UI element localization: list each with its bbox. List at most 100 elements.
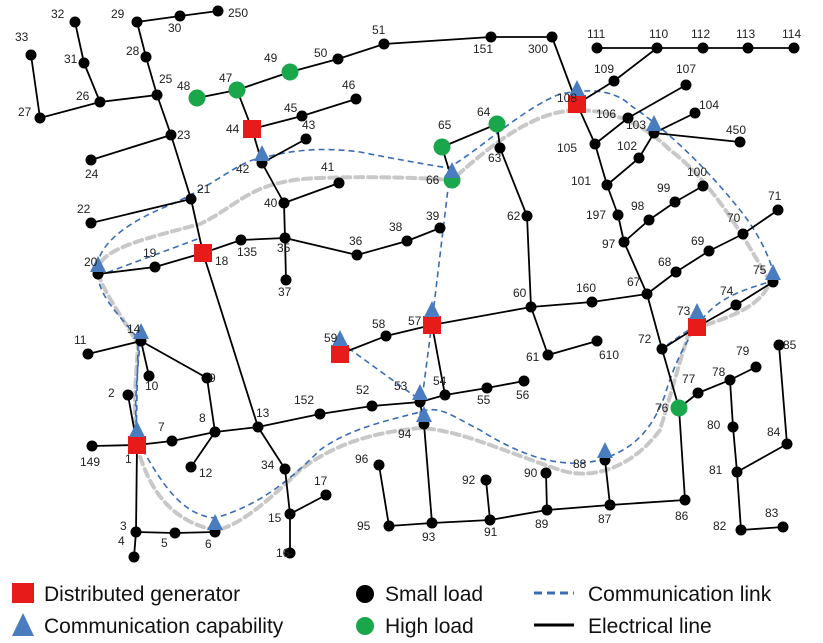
electrical-line-35-37 xyxy=(284,237,287,281)
node-label-109: 109 xyxy=(594,62,614,76)
node-label-107: 107 xyxy=(676,62,696,76)
electrical-line-42-43 xyxy=(261,138,307,164)
node-label-197: 197 xyxy=(586,208,606,222)
node-label-108: 108 xyxy=(557,91,577,105)
node-label-37: 37 xyxy=(278,285,292,299)
electrical-line-77-78 xyxy=(697,379,731,394)
small-load-node-63 xyxy=(494,142,506,154)
node-label-82: 82 xyxy=(713,519,727,533)
electrical-line-160-67 xyxy=(591,293,648,303)
electrical-line-8-7 xyxy=(171,431,216,442)
electrical-line-67-97 xyxy=(623,241,648,295)
small-load-node-33 xyxy=(25,49,37,61)
electrical-line-109-110 xyxy=(613,47,658,82)
node-label-103: 103 xyxy=(626,118,646,132)
electrical-line-28-29 xyxy=(136,21,147,58)
high-load-node-48 xyxy=(188,89,206,107)
node-label-54: 54 xyxy=(433,374,447,388)
node-label-50: 50 xyxy=(314,46,328,60)
node-label-11: 11 xyxy=(74,333,87,347)
legend-communication-capability-icon xyxy=(12,613,34,636)
generator-node-57 xyxy=(423,316,441,334)
small-load-node-83 xyxy=(777,521,789,533)
node-label-6: 6 xyxy=(205,537,212,551)
small-load-node-78 xyxy=(724,374,736,386)
small-load-node-89 xyxy=(541,504,553,516)
legend-generator-label: Distributed generator xyxy=(44,583,240,606)
small-load-node-82 xyxy=(735,524,747,536)
small-load-node-84 xyxy=(781,438,793,450)
small-load-node-16 xyxy=(284,547,296,559)
node-label-66: 66 xyxy=(426,173,440,187)
node-label-62: 62 xyxy=(507,209,521,223)
electrical-line-84-85 xyxy=(778,344,788,445)
small-load-node-2 xyxy=(122,389,134,401)
node-label-152: 152 xyxy=(294,393,314,407)
small-load-node-110 xyxy=(651,42,663,54)
node-label-97: 97 xyxy=(602,237,616,251)
small-load-node-450 xyxy=(734,136,746,148)
node-label-9: 9 xyxy=(209,371,216,385)
electrical-line-72-76 xyxy=(661,348,680,409)
small-load-node-40 xyxy=(278,197,290,209)
node-label-53: 53 xyxy=(394,379,408,393)
electrical-line-5-6 xyxy=(174,531,216,534)
small-load-node-36 xyxy=(351,249,363,261)
node-label-22: 22 xyxy=(77,202,91,216)
electrical-line-45-46 xyxy=(301,98,357,117)
electrical-line-14-11 xyxy=(87,340,142,355)
electrical-line-57-60 xyxy=(431,306,532,326)
small-load-node-86 xyxy=(679,494,691,506)
electrical-line-3-5 xyxy=(135,531,176,534)
electrical-line-14-10 xyxy=(140,340,150,377)
small-load-node-4 xyxy=(128,551,140,563)
node-label-14: 14 xyxy=(127,322,141,336)
electrical-line-89-90 xyxy=(545,472,548,511)
node-label-67: 67 xyxy=(627,275,641,289)
node-label-69: 69 xyxy=(691,234,705,248)
node-label-99: 99 xyxy=(657,181,671,195)
legend-communication-link-label: Communication link xyxy=(588,583,772,606)
electrical-line-54-55 xyxy=(444,387,488,396)
generator-node-108 xyxy=(568,95,586,113)
electrical-line-60-62 xyxy=(526,215,532,308)
small-load-node-58 xyxy=(380,330,392,342)
node-label-12: 12 xyxy=(199,466,213,480)
small-load-node-27 xyxy=(34,112,46,124)
electrical-line-15-17 xyxy=(289,494,327,515)
node-label-58: 58 xyxy=(372,317,386,331)
electrical-line-82-83 xyxy=(740,526,784,531)
electrical-line-60-61 xyxy=(530,306,549,356)
small-load-node-68 xyxy=(670,266,682,278)
electrical-line-87-88 xyxy=(604,459,611,506)
legend-communication-capability-label: Communication capability xyxy=(44,615,284,638)
node-label-59: 59 xyxy=(324,331,338,345)
small-load-node-104 xyxy=(689,107,701,119)
node-label-96: 96 xyxy=(355,452,369,466)
electrical-line-25-23 xyxy=(156,94,172,136)
node-label-65: 65 xyxy=(438,118,452,132)
small-load-node-100 xyxy=(697,180,709,192)
communication-capability-59 xyxy=(332,330,348,346)
generator-node-18 xyxy=(194,244,212,262)
node-label-55: 55 xyxy=(477,393,491,407)
small-load-node-151 xyxy=(485,31,497,43)
node-label-10: 10 xyxy=(145,379,159,393)
legend-high-load-label: High load xyxy=(385,615,474,638)
node-label-3: 3 xyxy=(120,519,127,533)
small-load-node-15 xyxy=(284,508,296,520)
node-label-39: 39 xyxy=(426,209,440,223)
small-load-node-149 xyxy=(86,440,98,452)
node-label-112: 112 xyxy=(691,27,710,41)
node-label-79: 79 xyxy=(736,344,750,358)
node-label-106: 106 xyxy=(596,107,616,121)
small-load-node-98 xyxy=(643,214,655,226)
node-label-16: 16 xyxy=(276,546,290,560)
electrical-line-101-102 xyxy=(606,157,640,186)
electrical-line-67-72 xyxy=(646,293,663,350)
electrical-line-13-34 xyxy=(257,426,286,470)
small-load-node-43 xyxy=(300,133,312,145)
electrical-lines xyxy=(30,10,794,558)
small-load-node-55 xyxy=(481,382,493,394)
small-load-node-50 xyxy=(332,53,344,65)
